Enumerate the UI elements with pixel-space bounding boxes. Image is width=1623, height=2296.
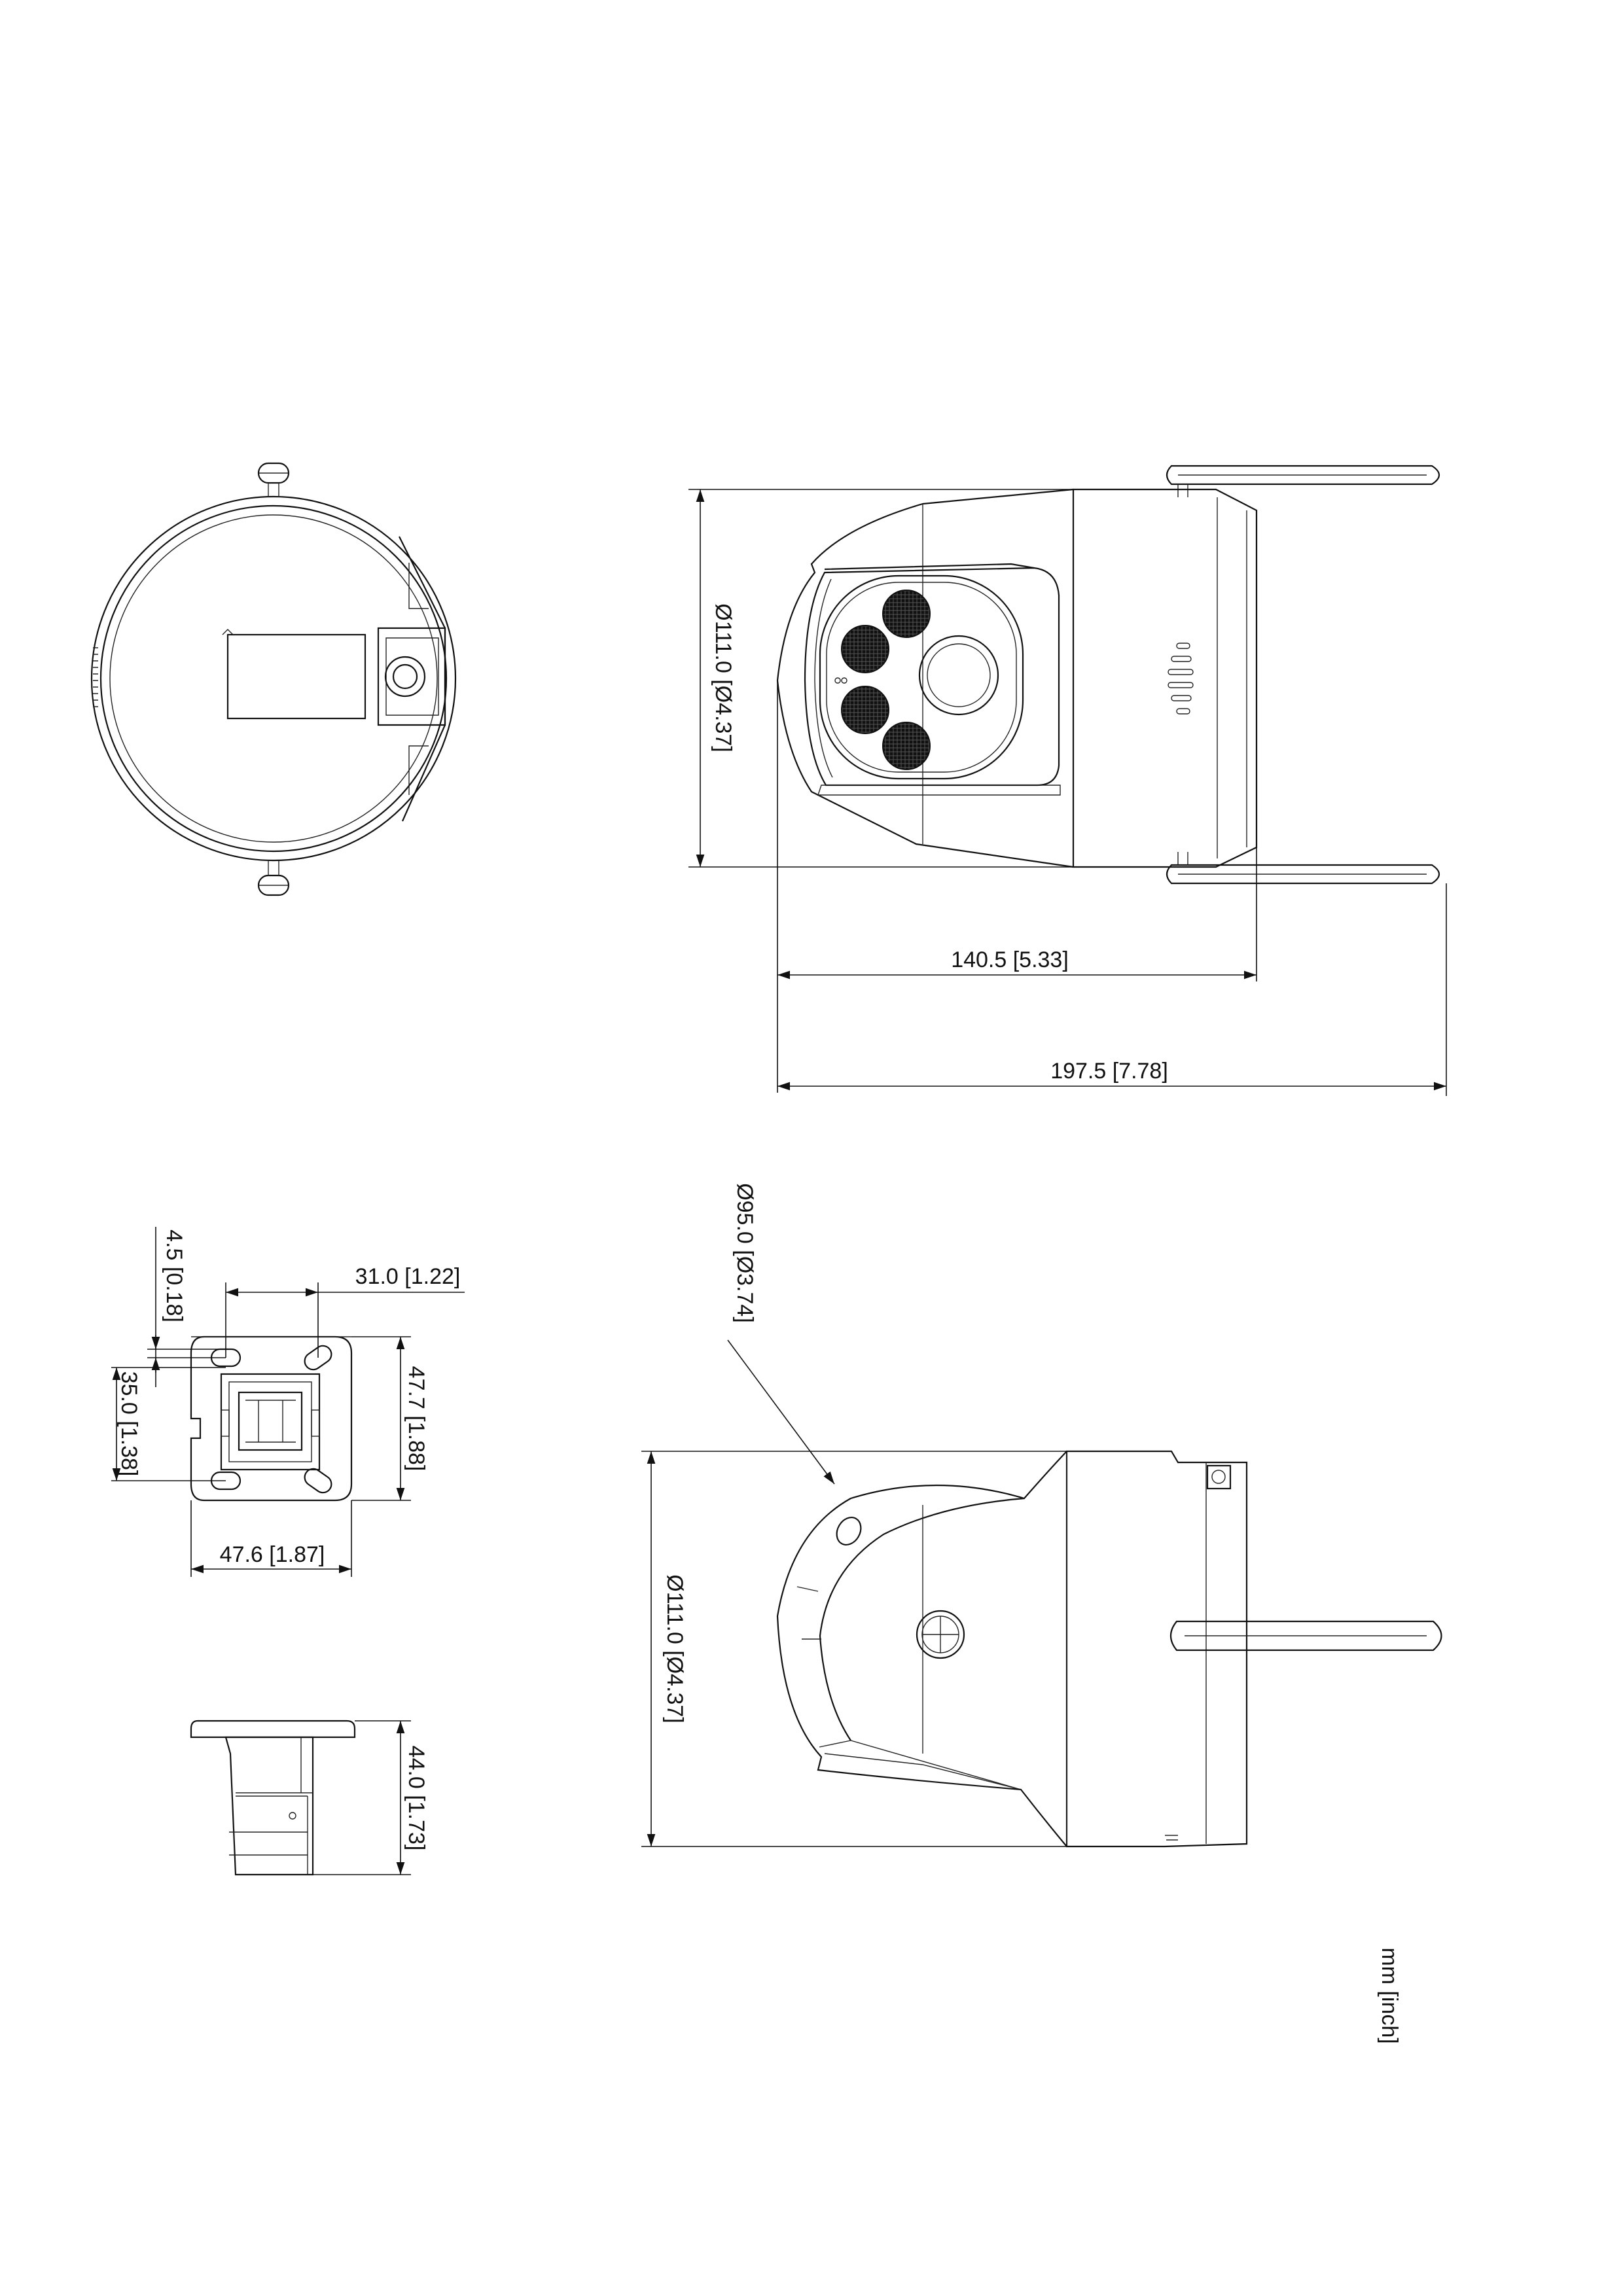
lens [918, 635, 999, 716]
side-antenna [1169, 1620, 1442, 1651]
ir-led-1 [882, 590, 931, 638]
bracket-offset-label: 4.5 [0.18] [162, 1229, 187, 1322]
side-view [776, 1450, 1442, 1848]
ball-diameter-label: Ø95.0 [Ø3.74] [732, 1183, 757, 1323]
bracket-side-dimensions [313, 1720, 411, 1875]
front-dimensions [688, 489, 1447, 1096]
bracket-width-label: 47.6 [1.87] [220, 1542, 325, 1567]
ir-led-3 [841, 686, 889, 734]
bracket-hole-span-label: 31.0 [1.22] [355, 1264, 461, 1289]
units-note: mm [inch] [1377, 1947, 1402, 2043]
bracket-side-view [190, 1720, 356, 1876]
side-height-label: Ø111.0 [Ø4.37] [662, 1574, 687, 1723]
bracket-plan-dimensions [111, 1227, 465, 1577]
pivot-screw [916, 1610, 965, 1659]
ir-led-4 [882, 722, 931, 770]
top-view [90, 462, 457, 896]
vent-slots [1168, 643, 1194, 715]
body-depth-label: 140.5 [5.33] [951, 947, 1069, 972]
bracket-depth-label: 44.0 [1.73] [404, 1746, 429, 1851]
ir-led-2 [841, 625, 889, 673]
antenna-top [1166, 465, 1440, 497]
antenna-bottom [1166, 852, 1440, 885]
top-screw [257, 462, 290, 497]
front-view [776, 465, 1440, 885]
side-dimensions [641, 1339, 1067, 1847]
bracket-plan-view [190, 1335, 353, 1502]
overall-depth-label: 197.5 [7.78] [1050, 1059, 1168, 1084]
front-height-label: Ø111.0 [Ø4.37] [711, 603, 736, 752]
bottom-screw [257, 861, 290, 896]
bracket-hole-pitch-label: 35.0 [1.38] [116, 1371, 141, 1477]
bracket-height-label: 47.7 [1.88] [404, 1366, 429, 1472]
